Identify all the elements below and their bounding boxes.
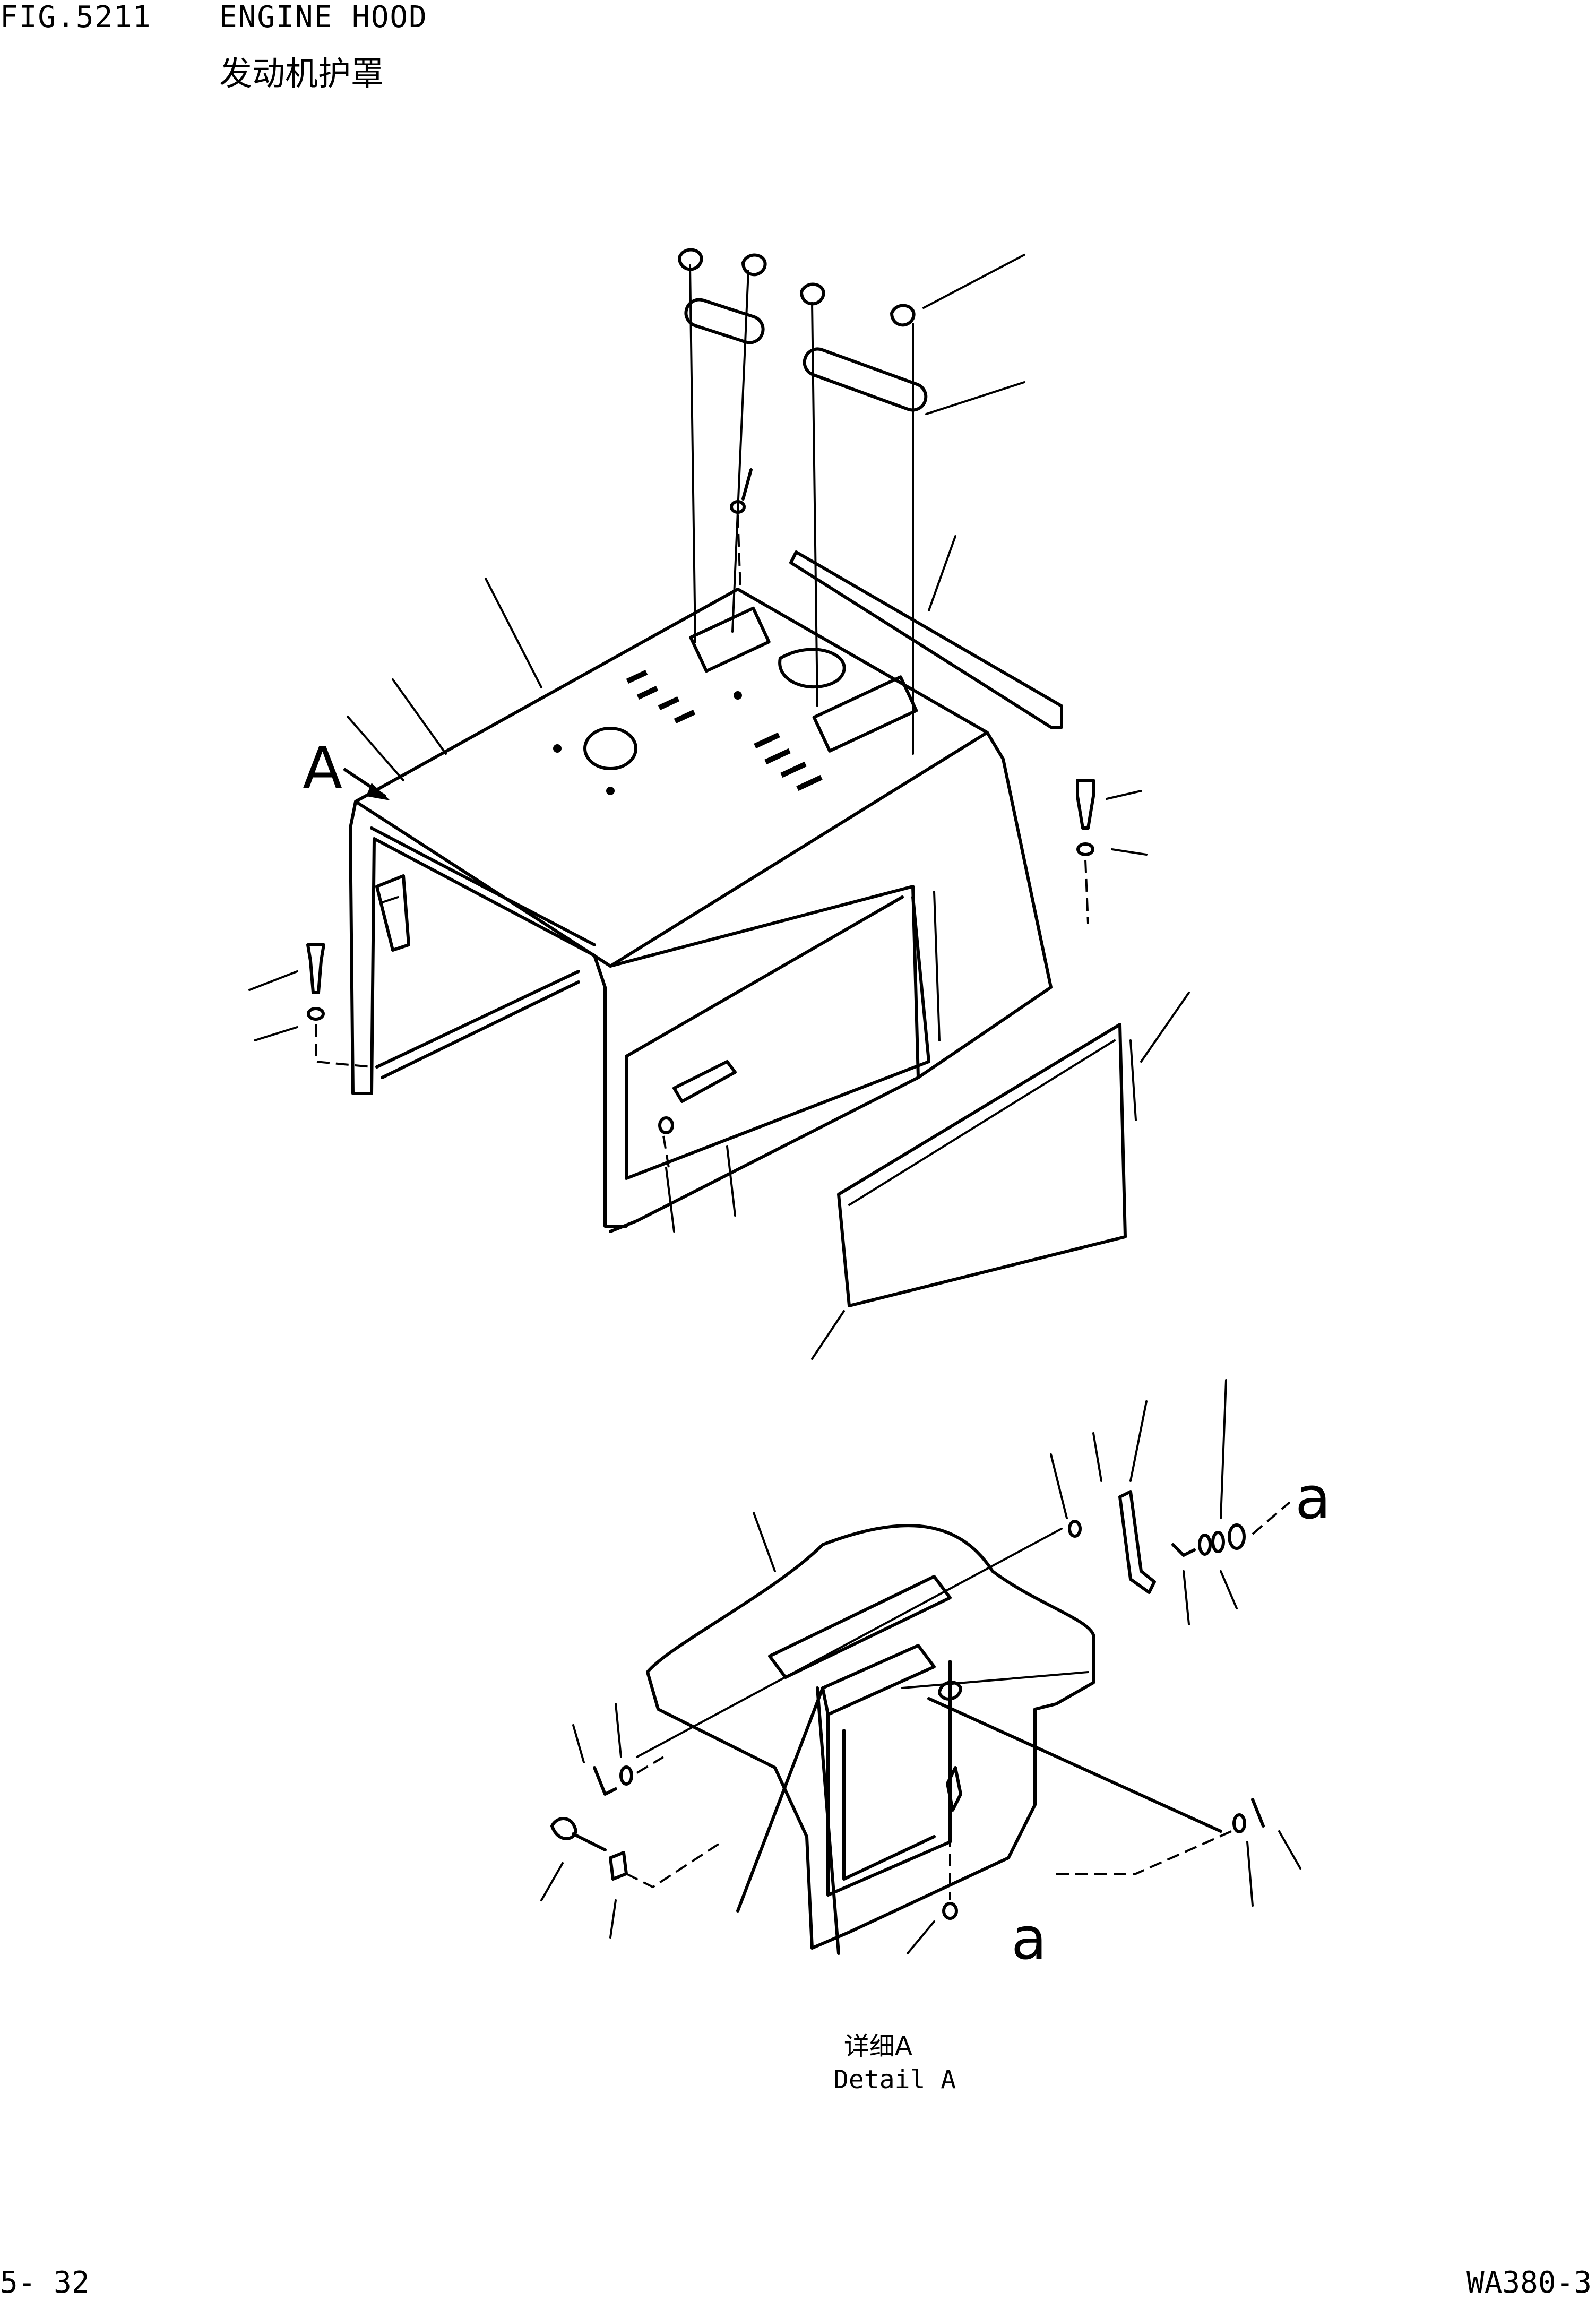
hood-louvers [626,606,918,791]
detail-caption-chinese: 详细A [844,2031,912,2061]
side-seal-frame [837,1023,1137,1307]
view-callout-a: A [303,734,390,802]
page-number: 5- 32 [0,2265,90,2300]
hood-openings [553,648,846,795]
detail-ref-a-labels: a a [1011,1464,1331,1972]
model-code: WA380-3 [1466,2265,1592,2300]
detail-a-view [550,1490,1291,1955]
detail-a-leader-lines [540,1379,1301,1954]
bolt-left [306,943,372,1068]
figure-number: FIG.5211 [0,0,152,35]
leader-lines-main [248,254,1190,1360]
bolt-front-lower [658,1060,737,1168]
bolt-right [1076,779,1095,924]
svg-text:A: A [303,734,342,802]
detail-caption-english: Detail A [833,2065,956,2095]
louver-cover-left [678,248,767,643]
svg-text:a: a [1295,1464,1331,1532]
seal-strip-top [789,550,1063,729]
figure-title-chinese: 发动机护罩 [219,54,384,93]
figure-title-english: ENGINE HOOD [219,0,428,35]
louver-cover-right [800,282,928,755]
svg-text:a: a [1011,1905,1047,1972]
engine-hood-body [349,588,1053,1233]
top-screw [730,468,753,590]
